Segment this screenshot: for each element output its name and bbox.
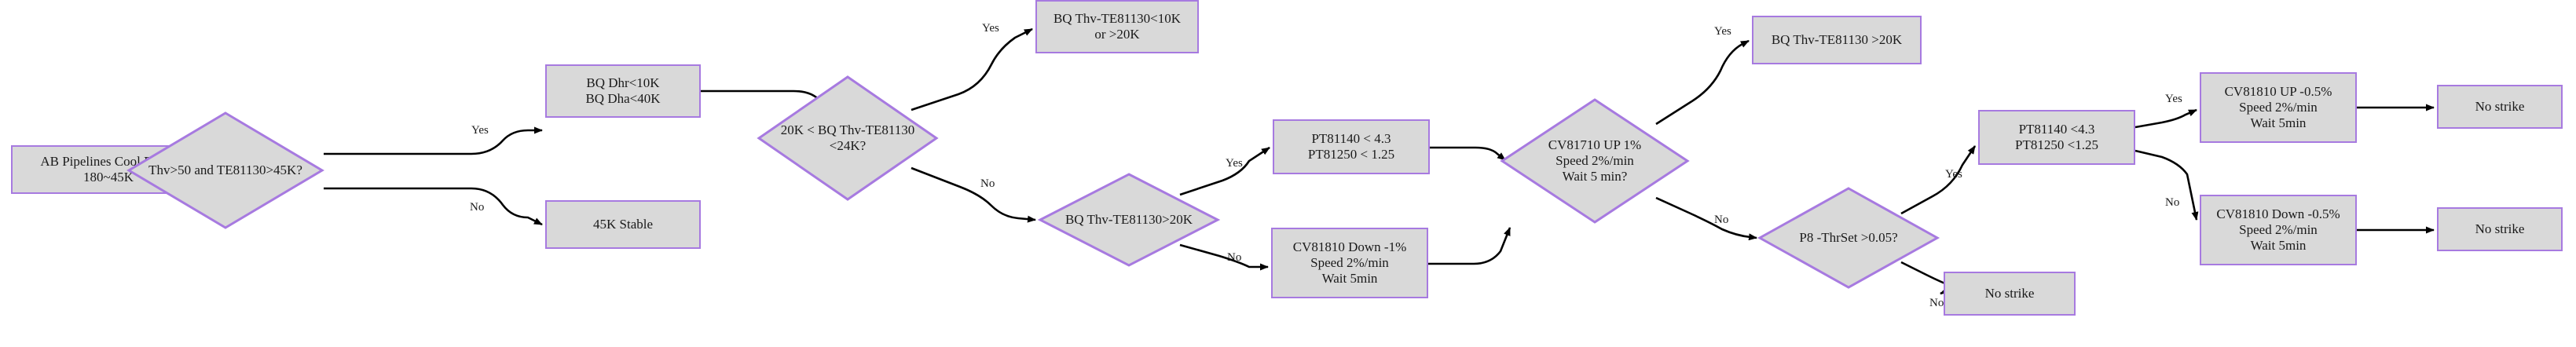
diamond-graphic [1037, 173, 1221, 267]
node-label: BQ Thv-TE81130<10K or >20K [1053, 10, 1182, 42]
diamond-graphic [1500, 98, 1690, 224]
process-node-n3[interactable]: BQ Dhr<10K BQ Dha<40K [545, 64, 701, 118]
process-node-n15[interactable]: CV81810 UP -0.5% Speed 2%/min Wait 5min [2200, 72, 2357, 143]
process-node-n16[interactable]: CV81810 Down -0.5% Speed 2%/min Wait 5mi… [2200, 195, 2357, 265]
node-label: CV81810 UP -0.5% Speed 2%/min Wait 5min [2224, 83, 2332, 131]
decision-node-n10[interactable]: CV81710 UP 1% Speed 2%/min Wait 5 min? [1500, 98, 1690, 224]
edge-label-no: No [2165, 196, 2180, 209]
edge-n2-to-n3 [324, 126, 543, 155]
process-node-n18[interactable]: No strike [2437, 207, 2563, 251]
process-node-n9[interactable]: CV81810 Down -1% Speed 2%/min Wait 5min [1271, 228, 1428, 298]
diamond-shape [757, 75, 939, 201]
edge-n13-to-n15 [2134, 108, 2197, 129]
edge-label-yes: Yes [2165, 93, 2182, 105]
diamond-shape [126, 111, 324, 229]
process-node-n8[interactable]: PT81140 < 4.3 PT81250 < 1.25 [1273, 119, 1430, 174]
process-node-n13[interactable]: PT81140 <4.3 PT81250 <1.25 [1978, 110, 2135, 165]
edge-label-no: No [470, 201, 485, 214]
node-label: CV81810 Down -1% Speed 2%/min Wait 5min [1292, 239, 1407, 287]
edge-label-no: No [980, 177, 995, 190]
decision-node-n5[interactable]: 20K < BQ Thv-TE81130 <24K? [757, 75, 939, 201]
edge-n9-to-n10 [1428, 227, 1512, 265]
edge-label-yes: Yes [1714, 25, 1731, 38]
node-label: PT81140 < 4.3 PT81250 < 1.25 [1307, 130, 1395, 162]
edge-label-no: No [1929, 297, 1944, 309]
node-label: BQ Dhr<10K BQ Dha<40K [585, 75, 661, 106]
decision-node-n2[interactable]: Thv>50 and TE81130>45K? [126, 111, 324, 229]
decision-node-n7[interactable]: BQ Thv-TE81130>20K [1037, 173, 1221, 267]
node-label: No strike [2475, 98, 2525, 114]
edge-n2-to-n4 [324, 187, 543, 226]
diamond-shape [1037, 173, 1221, 267]
node-label: PT81140 <4.3 PT81250 <1.25 [2015, 121, 2098, 152]
node-label: No strike [1984, 285, 2035, 301]
edge-n8-to-n10 [1430, 146, 1506, 162]
edge-label-yes: Yes [1945, 168, 1962, 181]
process-node-n11[interactable]: BQ Thv-TE81130 >20K [1752, 16, 1922, 64]
diamond-graphic [1757, 187, 1940, 289]
process-node-n14[interactable]: No strike [1944, 272, 2076, 316]
node-label: BQ Thv-TE81130 >20K [1771, 31, 1903, 47]
process-node-n4[interactable]: 45K Stable [545, 200, 701, 249]
node-label: 45K Stable [592, 216, 654, 232]
edge-label-no: No [1227, 251, 1242, 264]
edge-label-yes: Yes [1226, 157, 1243, 170]
node-label: No strike [2475, 221, 2525, 236]
diamond-shape [1757, 187, 1940, 289]
diamond-graphic [757, 75, 939, 201]
decision-node-n12[interactable]: P8 -ThrSet >0.05? [1757, 187, 1940, 289]
edge-label-yes: Yes [982, 22, 999, 35]
process-node-n6[interactable]: BQ Thv-TE81130<10K or >20K [1035, 0, 1199, 53]
node-label: CV81810 Down -0.5% Speed 2%/min Wait 5mi… [2216, 206, 2340, 254]
edge-label-yes: Yes [471, 124, 489, 137]
diamond-shape [1500, 98, 1690, 224]
edge-label-no: No [1714, 214, 1729, 226]
diamond-graphic [126, 111, 324, 229]
process-node-n17[interactable]: No strike [2437, 85, 2563, 129]
